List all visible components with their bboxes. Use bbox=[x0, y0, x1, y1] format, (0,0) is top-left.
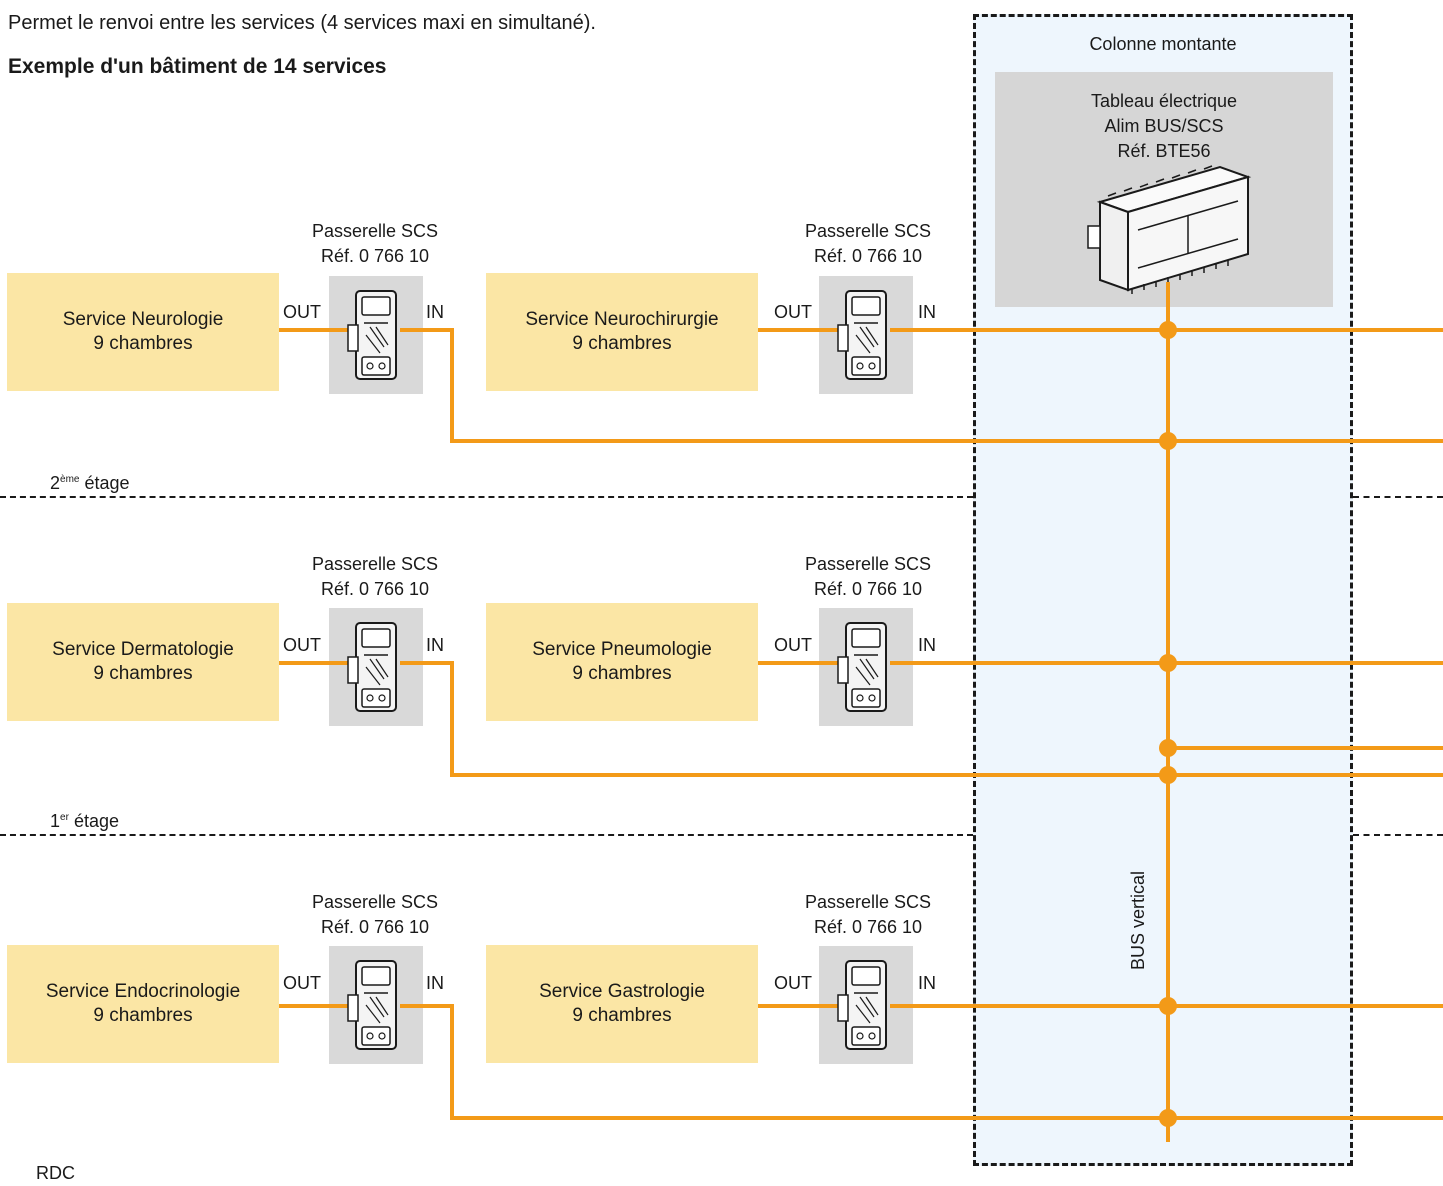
service-box: Service Neurologie 9 chambres bbox=[7, 273, 279, 391]
bus-junction bbox=[1159, 766, 1177, 784]
service-rooms: 9 chambres bbox=[93, 1005, 193, 1026]
port-in: IN bbox=[426, 635, 444, 655]
floor-label-ground: RDC bbox=[36, 1163, 75, 1183]
panel-ref: Réf. BTE56 bbox=[1117, 141, 1211, 161]
port-in: IN bbox=[918, 302, 936, 322]
service-box: Service Pneumologie 9 chambres bbox=[486, 603, 758, 721]
intro-text: Permet le renvoi entre les services (4 s… bbox=[8, 12, 596, 34]
bus-junction bbox=[1159, 654, 1177, 672]
panel-title: Tableau électrique bbox=[1090, 91, 1238, 111]
port-out: OUT bbox=[283, 302, 321, 322]
floor-separator-1 bbox=[0, 834, 973, 836]
bus-vertical-label: BUS vertical bbox=[1128, 870, 1148, 970]
power-supply-icon bbox=[1087, 165, 1252, 294]
bus-junction bbox=[1159, 997, 1177, 1015]
bus-wire bbox=[400, 1004, 1443, 1120]
service-name: Service Neurochirurgie bbox=[525, 309, 719, 330]
service-name: Service Endocrinologie bbox=[45, 981, 241, 1002]
floor-label-2: 2ème étage bbox=[50, 473, 130, 493]
service-box: Service Neurochirurgie 9 chambres bbox=[486, 273, 758, 391]
gateway-icon bbox=[347, 622, 397, 712]
diagram-heading: Exemple d'un bâtiment de 14 services bbox=[8, 55, 387, 78]
port-in: IN bbox=[426, 973, 444, 993]
service-rooms: 9 chambres bbox=[93, 663, 193, 684]
port-out: OUT bbox=[774, 973, 812, 993]
bus-junction bbox=[1159, 321, 1177, 339]
floor-separator-1-right bbox=[1353, 834, 1443, 836]
port-in: IN bbox=[426, 302, 444, 322]
service-name: Service Neurologie bbox=[62, 309, 224, 330]
floor-separator-2-right bbox=[1353, 496, 1443, 498]
service-box: Service Endocrinologie 9 chambres bbox=[7, 945, 279, 1063]
port-out: OUT bbox=[774, 635, 812, 655]
service-rooms: 9 chambres bbox=[93, 333, 193, 354]
port-in: IN bbox=[918, 973, 936, 993]
bus-junction bbox=[1159, 1109, 1177, 1127]
port-out: OUT bbox=[283, 635, 321, 655]
gateway-icon bbox=[837, 960, 887, 1050]
gateway-icon bbox=[837, 622, 887, 712]
riser-column-label: Colonne montante bbox=[1089, 34, 1237, 54]
service-name: Service Dermatologie bbox=[52, 639, 234, 660]
floor-separator-2 bbox=[0, 496, 973, 498]
port-out: OUT bbox=[283, 973, 321, 993]
service-rooms: 9 chambres bbox=[572, 1005, 672, 1026]
bus-junction bbox=[1159, 432, 1177, 450]
service-name: Service Pneumologie bbox=[532, 639, 712, 660]
bus-wire bbox=[400, 328, 1443, 443]
service-rooms: 9 chambres bbox=[572, 333, 672, 354]
port-out: OUT bbox=[774, 302, 812, 322]
floor-label-1: 1er étage bbox=[50, 811, 119, 831]
panel-power: Alim BUS/SCS bbox=[1104, 116, 1224, 136]
gateway-icon bbox=[837, 290, 887, 380]
service-box: Service Dermatologie 9 chambres bbox=[7, 603, 279, 721]
service-box: Service Gastrologie 9 chambres bbox=[486, 945, 758, 1063]
port-in: IN bbox=[918, 635, 936, 655]
bus-wire bbox=[400, 661, 1443, 777]
gateway-icon bbox=[347, 960, 397, 1050]
gateway-icon bbox=[347, 290, 397, 380]
service-name: Service Gastrologie bbox=[539, 981, 705, 1002]
bus-junction bbox=[1159, 739, 1177, 757]
service-rooms: 9 chambres bbox=[572, 663, 672, 684]
